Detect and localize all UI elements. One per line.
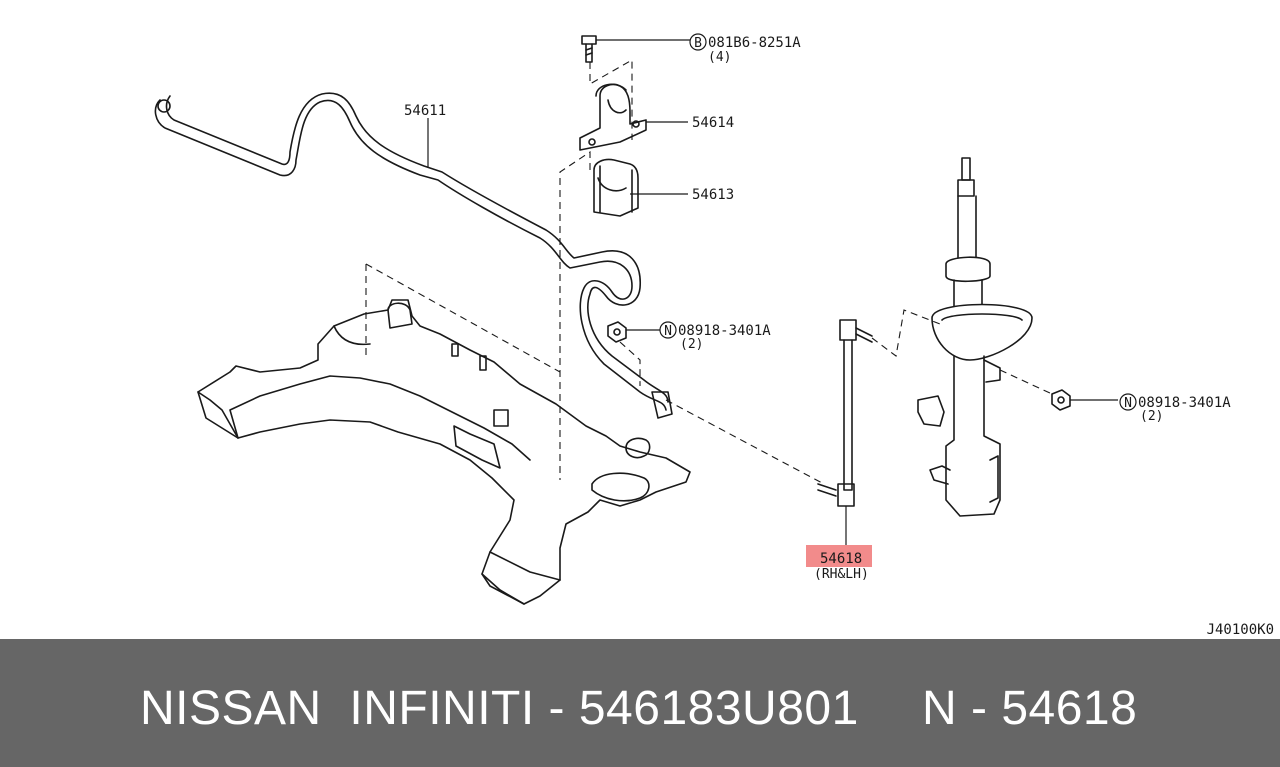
strut-assembly: [917, 157, 1033, 517]
nut-qty-label-left: (2): [680, 337, 703, 352]
nut-qty-label-right: (2): [1140, 409, 1163, 424]
link-rod-side-label: (RH&LH): [814, 567, 869, 582]
parts-diagram: B N N 081B6-8251A (4) 54611 54614 54613 …: [154, 33, 1274, 638]
bolt-symbol: B: [694, 36, 702, 51]
stabilizer-bar-label: 54611: [404, 103, 446, 119]
bolt-code-label: 081B6-8251A: [708, 35, 801, 51]
catalog-number-text: N - 54618: [922, 682, 1138, 735]
link-rod-label: 54618: [820, 551, 862, 567]
drawing-code: J40100K0: [1206, 622, 1274, 638]
nut-code-label-right: 08918-3401A: [1138, 395, 1231, 411]
footer-bar: NISSAN INFINITI - 546183U801 N - 54618: [0, 639, 1280, 767]
nut-code-label-left: 08918-3401A: [678, 323, 771, 339]
stabilizer-link-rod: [817, 319, 873, 507]
mounting-bolt: [581, 35, 597, 63]
bushing: [593, 158, 639, 217]
bushing-clamp-label: 54614: [692, 115, 734, 131]
part-number-text: NISSAN INFINITI - 546183U801: [140, 682, 859, 735]
alignment-lines: [365, 59, 1053, 485]
link-rod-highlight: [806, 545, 872, 567]
nut-symbol-right: N: [1124, 396, 1132, 411]
bushing-label: 54613: [692, 187, 734, 203]
bushing-clamp: [579, 83, 647, 151]
bolt-qty-label: (4): [708, 50, 731, 65]
bolt-symbol-circle: [689, 33, 707, 51]
nut-symbol-circle-left: [659, 321, 677, 339]
leader-lines: [427, 39, 1118, 546]
nut-symbol-left: N: [664, 324, 672, 339]
nut-right: [1051, 389, 1071, 411]
front-crossmember: [197, 299, 691, 605]
nut-symbol-circle-right: [1119, 393, 1137, 411]
diagram-drawing: B N N 081B6-8251A (4) 54611 54614 54613 …: [154, 33, 1231, 605]
stabilizer-bar: [154, 92, 673, 419]
nut-left: [607, 321, 627, 343]
